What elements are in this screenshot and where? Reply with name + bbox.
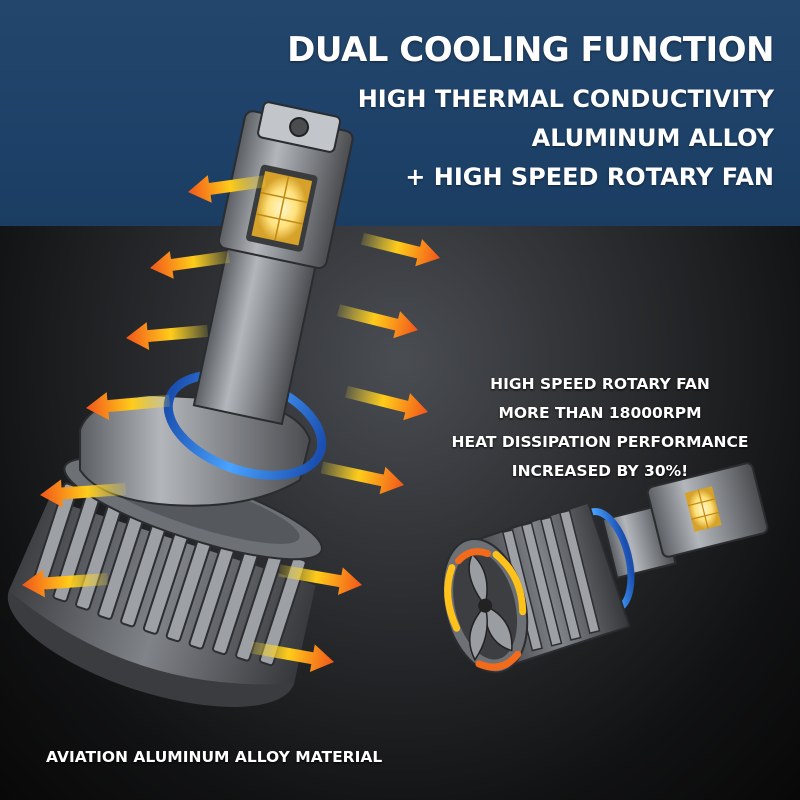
- fan-blades: [468, 553, 513, 662]
- fan-feature-line-1: HIGH SPEED ROTARY FAN: [490, 375, 710, 393]
- headline-line-2: ALUMINUM ALLOY: [531, 124, 774, 152]
- heat-arrows-left: [22, 175, 267, 598]
- material-caption: AVIATION ALUMINUM ALLOY MATERIAL: [46, 748, 383, 766]
- fan-feature-line-4: INCREASED BY 30%!: [511, 462, 689, 480]
- large-shaft: [192, 101, 354, 426]
- headline-title: DUAL COOLING FUNCTION: [287, 30, 774, 70]
- small-bulb: [441, 462, 769, 674]
- large-bulb: [7, 101, 354, 707]
- fan-feature-text: HIGH SPEED ROTARY FAN MORE THAN 18000RPM…: [440, 370, 760, 486]
- headline-line-1: HIGH THERMAL CONDUCTIVITY: [357, 85, 774, 113]
- header-band: [0, 0, 800, 226]
- fan-feature-line-2: MORE THAN 18000RPM: [498, 404, 702, 422]
- headline-line-3: + HIGH SPEED ROTARY FAN: [405, 163, 774, 191]
- heat-arrows-right: [250, 232, 440, 672]
- large-led-chip: [251, 170, 313, 246]
- fan-feature-line-3: HEAT DISSIPATION PERFORMANCE: [451, 433, 749, 451]
- fan-airflow-arrows: [444, 548, 527, 671]
